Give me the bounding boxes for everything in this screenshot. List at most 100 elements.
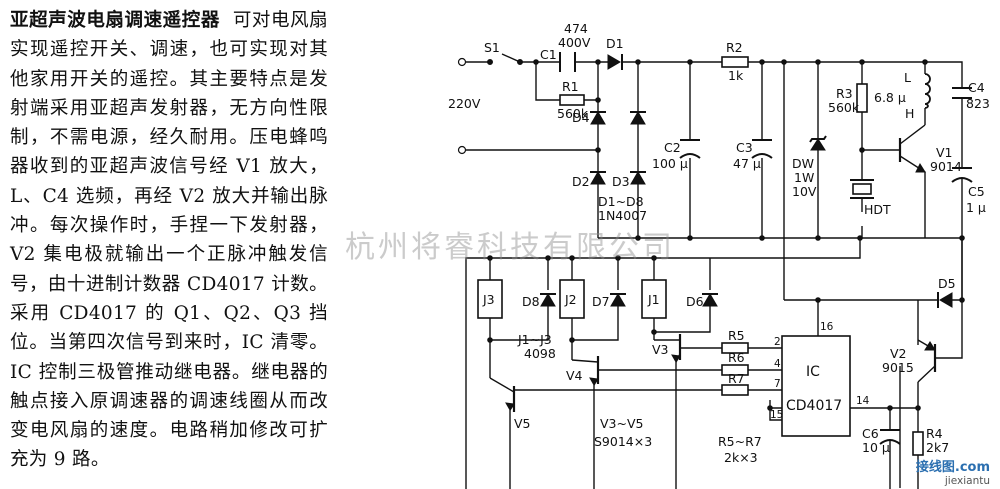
label-v1-type: 9014 bbox=[930, 159, 962, 174]
label-pin-7: 7 bbox=[774, 378, 781, 390]
label-r1-value: 560k bbox=[557, 106, 589, 121]
label-relay-range: J1~J3 bbox=[517, 332, 552, 347]
label-v2: V2 bbox=[890, 346, 907, 361]
capacitor-c2 bbox=[679, 139, 701, 159]
label-d2: D2 bbox=[572, 174, 590, 189]
label-r2: R2 bbox=[726, 40, 743, 55]
capacitor-c4 bbox=[952, 87, 972, 99]
component-labels: S1 220V 474 400V C1 D1 R1 560k R2 1k D4 … bbox=[448, 21, 990, 465]
label-r6: R6 bbox=[728, 350, 745, 365]
label-pin-15: 15 bbox=[770, 409, 783, 421]
transistor-v5 bbox=[489, 377, 516, 412]
switch-s1 bbox=[487, 59, 523, 65]
relay-j1 bbox=[641, 279, 667, 319]
label-r4: R4 bbox=[926, 426, 943, 441]
transistor-v4 bbox=[571, 356, 600, 386]
zener-dw bbox=[809, 135, 827, 151]
article-text: 亚超声波电扇调速遥控器 可对电风扇实现遥控开关、调速，也可实现对其他家用开关的遥… bbox=[10, 6, 328, 475]
diode-d1 bbox=[607, 54, 623, 70]
inductor-l bbox=[924, 73, 931, 109]
label-220v: 220V bbox=[448, 96, 481, 111]
capacitor-c1 bbox=[559, 52, 576, 72]
label-c1-rating: 400V bbox=[558, 35, 591, 50]
capacitor-c6 bbox=[879, 429, 901, 445]
label-r1: R1 bbox=[562, 79, 579, 94]
label-j3: J3 bbox=[482, 292, 495, 307]
label-j1: J1 bbox=[647, 292, 660, 307]
label-ic: IC bbox=[806, 364, 820, 380]
label-pin-14: 14 bbox=[856, 395, 870, 407]
diode-d4 bbox=[590, 111, 606, 125]
label-c1-value: 474 bbox=[564, 21, 588, 36]
label-d3: D3 bbox=[612, 174, 630, 189]
resistor-r2 bbox=[721, 56, 749, 68]
diode-d7 bbox=[610, 293, 626, 307]
label-hdt: HDT bbox=[864, 202, 891, 217]
label-transistor-range: V3~V5 bbox=[600, 416, 643, 431]
label-l: L bbox=[904, 70, 911, 85]
label-v3: V3 bbox=[652, 342, 669, 357]
ic-cd4017 bbox=[781, 335, 851, 437]
label-r3: R3 bbox=[836, 86, 853, 101]
diode-d3-left bbox=[630, 111, 646, 125]
label-dw-power: 1W bbox=[794, 170, 814, 185]
relay-j2 bbox=[559, 279, 585, 319]
label-c5: C5 bbox=[968, 184, 985, 199]
site-logo: 接线图.com jiexiantu bbox=[916, 456, 990, 487]
diode-d2 bbox=[590, 171, 606, 185]
resistor-r1 bbox=[559, 94, 585, 106]
label-ic-name: CD4017 bbox=[786, 398, 842, 414]
diode-d8 bbox=[540, 293, 556, 307]
label-r2-value: 1k bbox=[728, 68, 744, 83]
capacitor-c5 bbox=[951, 167, 973, 183]
label-d6: D6 bbox=[686, 294, 704, 309]
label-d5: D5 bbox=[938, 276, 956, 291]
label-r5: R5 bbox=[728, 328, 745, 343]
resistor-r5 bbox=[721, 342, 749, 354]
label-v5: V5 bbox=[514, 416, 531, 431]
article-body: 可对电风扇实现遥控开关、调速，也可实现对其他家用开关的遥控。其主要特点是发射端采… bbox=[10, 10, 328, 471]
label-dw-voltage: 10V bbox=[792, 184, 817, 199]
label-d8: D8 bbox=[522, 294, 540, 309]
label-transistor-type: S9014×3 bbox=[594, 434, 652, 449]
diode-d3 bbox=[630, 171, 646, 185]
label-relay-type: 4098 bbox=[524, 346, 556, 361]
label-r4-value: 2k7 bbox=[926, 440, 949, 455]
label-c4-value: 823 bbox=[966, 96, 990, 111]
resistor-r7 bbox=[721, 384, 749, 396]
label-r7: R7 bbox=[728, 371, 745, 386]
label-c5-value: 1 μ bbox=[966, 200, 986, 215]
label-dw: DW bbox=[792, 156, 814, 171]
label-c6-value: 10 μ bbox=[862, 440, 890, 455]
label-resistor-range: R5~R7 bbox=[718, 434, 762, 449]
diode-d5 bbox=[937, 292, 953, 308]
label-d7: D7 bbox=[592, 294, 610, 309]
site-logo-main: 接线图.com bbox=[915, 460, 990, 475]
label-pin-4: 4 bbox=[774, 358, 781, 370]
diode-d6 bbox=[702, 293, 718, 307]
wiring bbox=[457, 53, 965, 489]
label-v4: V4 bbox=[566, 368, 583, 383]
label-d1: D1 bbox=[606, 36, 624, 51]
label-diode-type: 1N4007 bbox=[598, 208, 647, 223]
label-j2: J2 bbox=[564, 292, 577, 307]
label-c3-value: 47 μ bbox=[733, 156, 761, 171]
label-c6: C6 bbox=[862, 426, 879, 441]
label-pin-16: 16 bbox=[820, 321, 834, 333]
label-c2-value: 100 μ bbox=[652, 156, 688, 171]
label-resistor-value: 2k×3 bbox=[724, 450, 758, 465]
capacitor-c3 bbox=[751, 139, 773, 159]
article-paragraph: 亚超声波电扇调速遥控器 可对电风扇实现遥控开关、调速，也可实现对其他家用开关的遥… bbox=[10, 6, 328, 475]
transistor-v3 bbox=[654, 334, 682, 363]
relay-j3 bbox=[477, 279, 503, 319]
label-v2-type: 9015 bbox=[882, 360, 914, 375]
transistor-v2 bbox=[917, 318, 963, 383]
resistor-r4 bbox=[912, 431, 924, 456]
label-diode-range: D1~D8 bbox=[598, 194, 644, 209]
article-title: 亚超声波电扇调速遥控器 bbox=[10, 10, 220, 31]
resistor-r6 bbox=[721, 364, 749, 376]
label-c1: C1 bbox=[540, 47, 557, 62]
label-v1: V1 bbox=[936, 145, 953, 160]
label-d4: D4 bbox=[572, 110, 590, 125]
